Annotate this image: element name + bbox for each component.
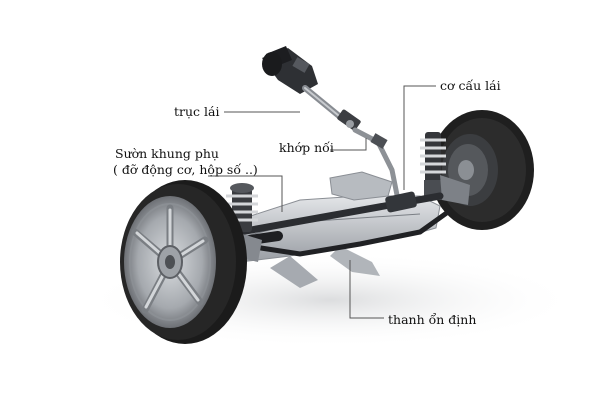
left-wheel <box>120 180 247 344</box>
leader-stabilizer-bar <box>349 260 384 319</box>
label-subframe-line1: Sườn khung phụ <box>115 146 219 161</box>
stabilizer-bar <box>245 209 451 257</box>
label-subframe-line2: ( đỡ động cơ, hộp số ..) <box>113 162 258 177</box>
subframe <box>231 171 441 288</box>
leader-universal-joint <box>330 138 367 151</box>
leader-lines <box>208 85 436 319</box>
right-strut <box>420 132 470 205</box>
steering-column <box>262 46 401 203</box>
label-stabilizer-bar: thanh ổn định <box>388 312 477 327</box>
leader-steering-gear <box>403 85 436 190</box>
leader-subframe <box>208 175 283 212</box>
label-universal-joint: khớp nối <box>279 140 334 155</box>
label-steering-shaft: trục lái <box>174 104 220 119</box>
label-steering-gear: cơ cấu lái <box>440 78 501 93</box>
